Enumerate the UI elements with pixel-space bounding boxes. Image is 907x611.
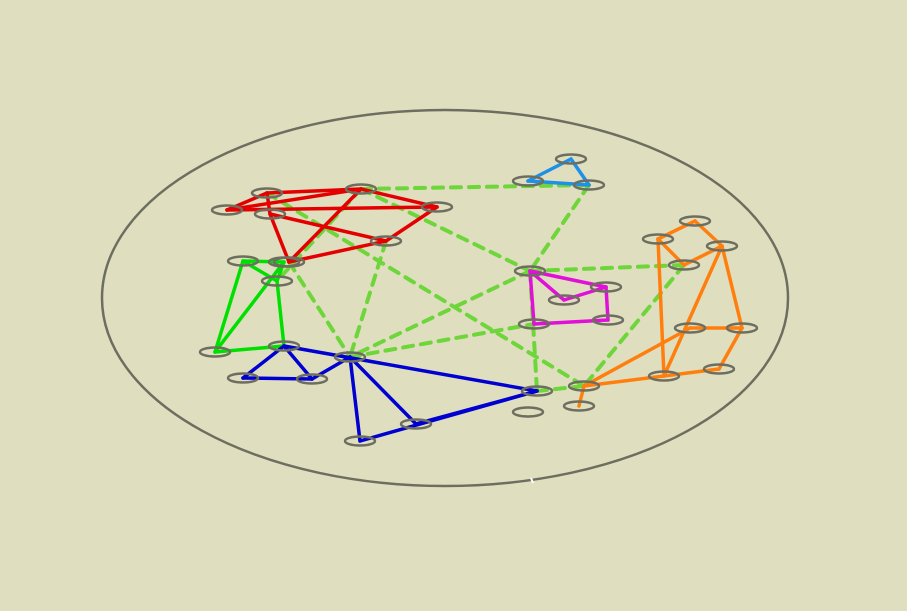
graph-node [198, 346, 232, 358]
red-cluster-edge [384, 205, 439, 243]
graph-node [641, 233, 675, 245]
magenta-cluster-edge [562, 285, 608, 302]
blue-cluster-edge [241, 376, 314, 381]
graph-node [702, 363, 736, 375]
graph-node [725, 322, 759, 334]
red-cluster-edge [268, 212, 388, 243]
graph-node [520, 385, 554, 397]
graph-node [589, 281, 623, 293]
graph-node [673, 322, 707, 334]
inter-cluster-edge [582, 263, 686, 388]
graph-node [260, 275, 294, 287]
graph-node [295, 373, 329, 385]
green-cluster-edge [275, 279, 286, 348]
orange-cluster-edge [577, 384, 586, 408]
orange-cluster-edge [582, 326, 692, 388]
blue-cluster-edge [282, 344, 539, 393]
inter-cluster-edge [348, 239, 388, 359]
cluster-edges [213, 157, 744, 443]
graph-node [567, 380, 601, 392]
orange-cluster-edge [717, 326, 744, 371]
inter-cluster-edge [287, 260, 352, 359]
red-cluster-edge [225, 187, 363, 212]
orange-cluster-edge [656, 237, 666, 378]
graph-node [369, 235, 403, 247]
graph-node [333, 351, 367, 363]
graph-node [399, 418, 433, 430]
graph-node [210, 204, 244, 216]
graph-node [547, 294, 581, 306]
blue-cluster-edge [348, 355, 418, 426]
blue-cluster-edge [414, 389, 539, 426]
red-cluster-edge [287, 239, 388, 264]
graph-node [647, 370, 681, 382]
orange-cluster-edge [656, 219, 697, 241]
graph-node [554, 153, 588, 165]
boundary-gap-mark [530, 477, 534, 484]
orange-cluster-edge [720, 244, 744, 330]
inter-cluster-edge [535, 384, 586, 393]
graph-node [250, 187, 284, 199]
orange-cluster-edge [662, 367, 721, 378]
graph-node [343, 435, 377, 447]
green-cluster-edge [213, 344, 286, 354]
cyan-cluster-edge [526, 179, 591, 187]
nodes [198, 153, 759, 447]
graph-node [511, 406, 545, 418]
graph-node [705, 240, 739, 252]
graph-node [572, 179, 606, 191]
boundary-ellipse [100, 108, 790, 488]
graph-node [678, 215, 712, 227]
graph-node [420, 201, 454, 213]
inter-cluster-edge [359, 187, 532, 273]
magenta-cluster-edge [528, 269, 536, 326]
green-cluster-edge [213, 259, 245, 354]
graph-node [511, 175, 545, 187]
inter-cluster-edge [348, 269, 532, 359]
graph-node [517, 318, 551, 330]
green-cluster-edge [241, 259, 286, 264]
blue-cluster-edge [241, 344, 286, 380]
blue-cluster-edge [348, 355, 362, 443]
graph-node [226, 255, 260, 267]
graph-node [267, 340, 301, 352]
red-cluster-edge [225, 205, 439, 212]
graph-node [226, 372, 260, 384]
graph-node [513, 265, 547, 277]
graph-node [344, 183, 378, 195]
red-cluster-edge [268, 212, 291, 264]
orange-cluster-edge [662, 244, 724, 378]
graph-node [267, 256, 301, 268]
graph-node [562, 400, 596, 412]
red-cluster-edge [287, 187, 363, 264]
graph-node [253, 208, 287, 220]
graph-node [667, 259, 701, 271]
inter-cluster-edge [528, 183, 591, 273]
graph-node [591, 314, 625, 326]
inter-cluster-edge [348, 322, 536, 359]
magenta-cluster-edge [532, 318, 610, 326]
inter-cluster-edge [359, 183, 591, 191]
